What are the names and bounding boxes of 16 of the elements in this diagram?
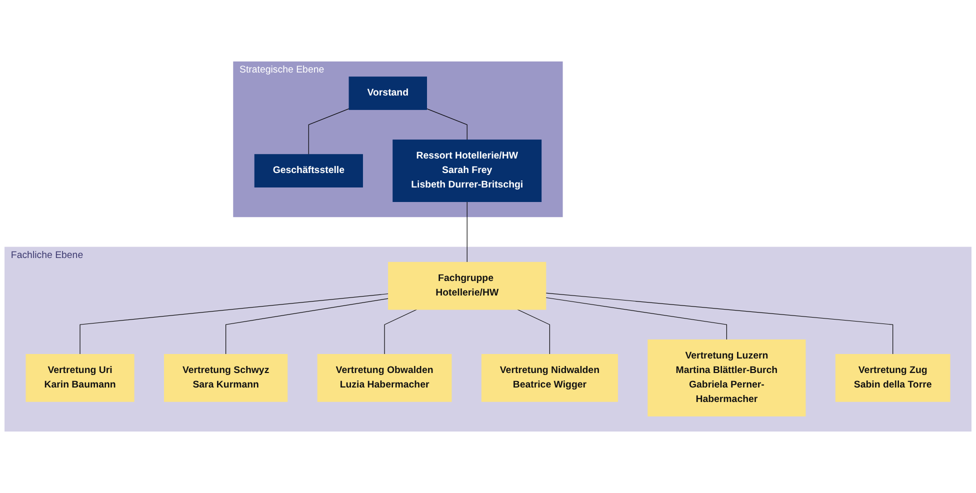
node-box: Geschäftsstelle: [254, 154, 363, 188]
node-box: Vertretung Luzern Martina Blättler-Burch Gabriela Perner-Habermacher: [648, 339, 806, 416]
node-box: Vertretung Nidwalden Beatrice Wigger: [481, 354, 618, 402]
node-box: Fachgruppe Hotellerie/HW: [388, 262, 546, 310]
connector: [80, 293, 389, 355]
connector: [466, 201, 468, 263]
node-box: Vertretung Zug Sabin della Torre: [835, 354, 950, 402]
connector: [546, 297, 727, 340]
node-box: Vorstand: [348, 76, 427, 110]
node-box: Vertretung Uri Karin Baumann: [26, 354, 134, 402]
connector: [426, 108, 468, 140]
node-box: Vertretung Schwyz Sara Kurmann: [164, 354, 288, 402]
node-box: Vertretung Obwalden Luzia Habermacher: [317, 354, 452, 402]
connector: [226, 298, 389, 355]
node-box: Ressort Hotellerie/HW Sarah Frey Lisbeth Durrer-Britschgi: [392, 140, 542, 202]
connector: [546, 292, 894, 355]
